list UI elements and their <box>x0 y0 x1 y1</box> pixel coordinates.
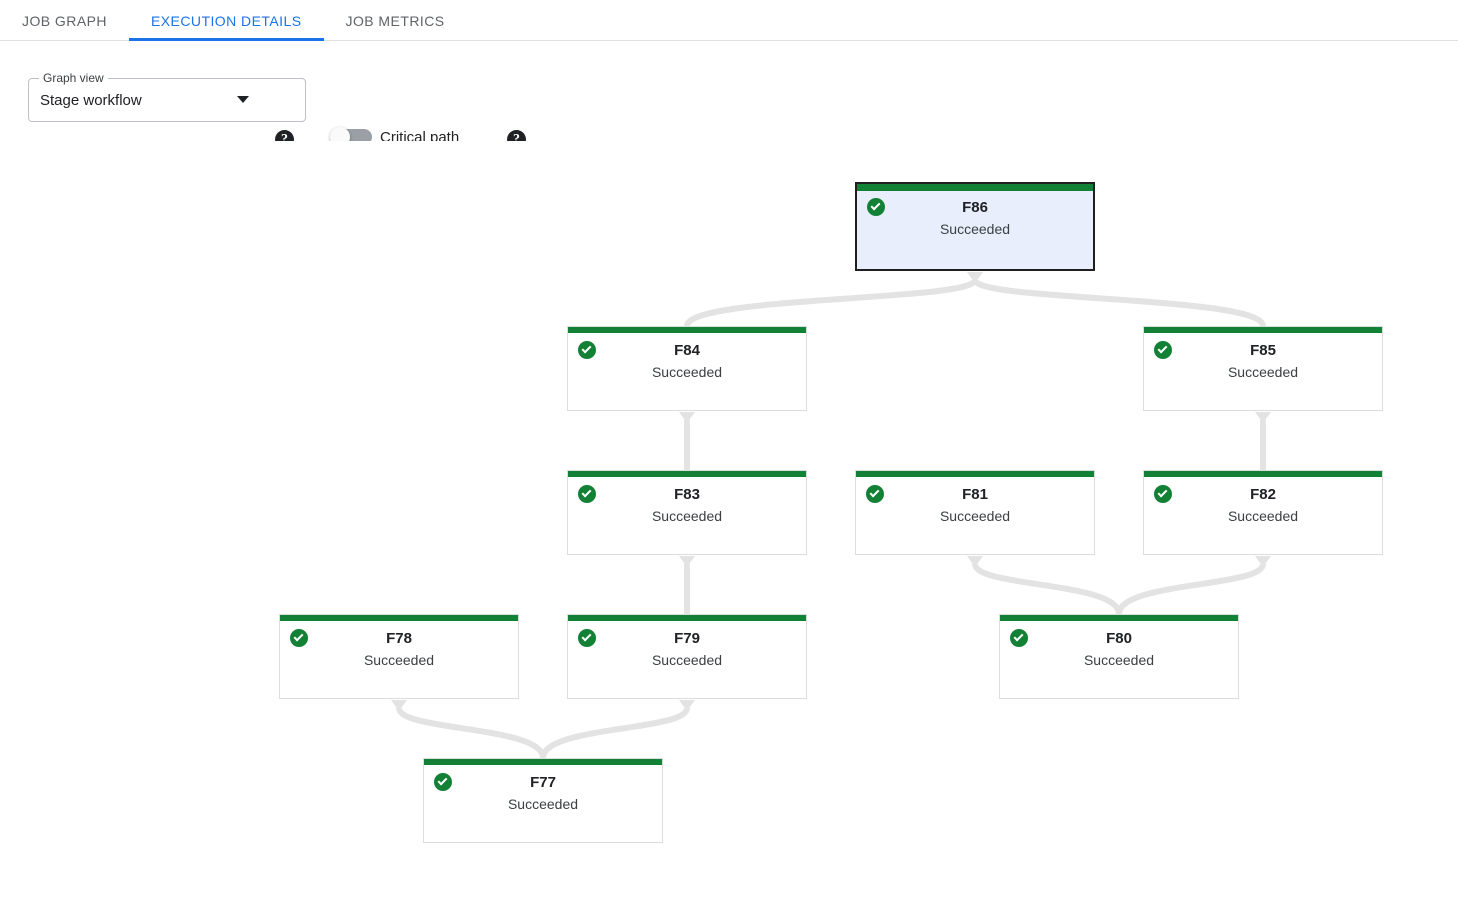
controls-row: Graph view Stage workflow ? Critical pat… <box>0 41 1458 149</box>
graph-view-select[interactable]: Graph view Stage workflow <box>28 71 306 122</box>
node-status-bar <box>856 471 1094 477</box>
node-title: F80 <box>1106 630 1132 647</box>
graph-edge-arrowhead <box>391 700 407 711</box>
check-circle-icon <box>866 485 884 503</box>
node-title: F82 <box>1250 486 1276 503</box>
check-circle-icon <box>290 629 308 647</box>
graph-edge-arrowhead <box>967 556 983 567</box>
node-title: F86 <box>962 199 988 216</box>
node-status-text: Succeeded <box>1083 652 1155 668</box>
graph-edge-arrowhead <box>1255 556 1271 567</box>
tab-job-graph-label: JOB GRAPH <box>22 12 107 29</box>
node-title: F77 <box>530 774 556 791</box>
graph-edge-arrowhead <box>679 556 695 567</box>
check-circle-icon <box>578 341 596 359</box>
node-status-text: Succeeded <box>651 508 723 524</box>
check-circle-icon <box>578 485 596 503</box>
node-status-bar <box>280 615 518 621</box>
node-title: F84 <box>674 342 700 359</box>
tab-job-metrics-label: JOB METRICS <box>345 12 445 29</box>
graph-edge <box>1116 562 1266 615</box>
node-status-bar <box>857 184 1093 191</box>
check-circle-icon <box>1154 341 1172 359</box>
graph-view-value: Stage workflow <box>40 91 142 109</box>
node-status-text: Succeeded <box>1227 364 1299 380</box>
tab-bar: JOB GRAPH EXECUTION DETAILS JOB METRICS <box>0 0 1458 41</box>
tab-execution-details[interactable]: EXECUTION DETAILS <box>128 0 324 41</box>
graph-edge <box>972 278 1266 328</box>
node-status-text: Succeeded <box>939 221 1011 237</box>
chevron-down-icon[interactable] <box>237 96 249 103</box>
node-status-bar <box>568 327 806 333</box>
node-title: F81 <box>962 486 988 503</box>
node-status-text: Succeeded <box>651 364 723 380</box>
node-status-text: Succeeded <box>939 508 1011 524</box>
node-title: F78 <box>386 630 412 647</box>
tab-job-graph[interactable]: JOB GRAPH <box>0 0 129 41</box>
check-circle-icon <box>434 773 452 791</box>
graph-edge <box>972 562 1122 615</box>
node-status-text: Succeeded <box>363 652 435 668</box>
node-title: F79 <box>674 630 700 647</box>
graph-edge <box>396 706 546 759</box>
check-circle-icon <box>867 198 885 216</box>
graph-edge-arrowhead <box>679 700 695 711</box>
node-title: F83 <box>674 486 700 503</box>
node-status-text: Succeeded <box>651 652 723 668</box>
graph-edge-arrowhead <box>967 272 983 283</box>
graph-edge-arrowhead <box>967 272 983 283</box>
node-status-bar <box>424 759 662 765</box>
node-status-text: Succeeded <box>1227 508 1299 524</box>
tab-execution-details-label: EXECUTION DETAILS <box>150 12 302 29</box>
graph-edge <box>540 706 690 759</box>
graph-edge-arrowhead <box>1255 412 1271 423</box>
check-circle-icon <box>1154 485 1172 503</box>
node-title: F85 <box>1250 342 1276 359</box>
tab-job-metrics[interactable]: JOB METRICS <box>324 0 467 41</box>
graph-edge <box>684 278 978 328</box>
node-status-bar <box>1144 327 1382 333</box>
node-status-bar <box>1000 615 1238 621</box>
node-status-text: Succeeded <box>507 796 579 812</box>
node-status-bar <box>568 471 806 477</box>
node-status-bar <box>1144 471 1382 477</box>
graph-edge-arrowhead <box>679 412 695 423</box>
check-circle-icon <box>1010 629 1028 647</box>
node-status-bar <box>568 615 806 621</box>
graph-view-label: Graph view <box>39 71 108 85</box>
check-circle-icon <box>578 629 596 647</box>
